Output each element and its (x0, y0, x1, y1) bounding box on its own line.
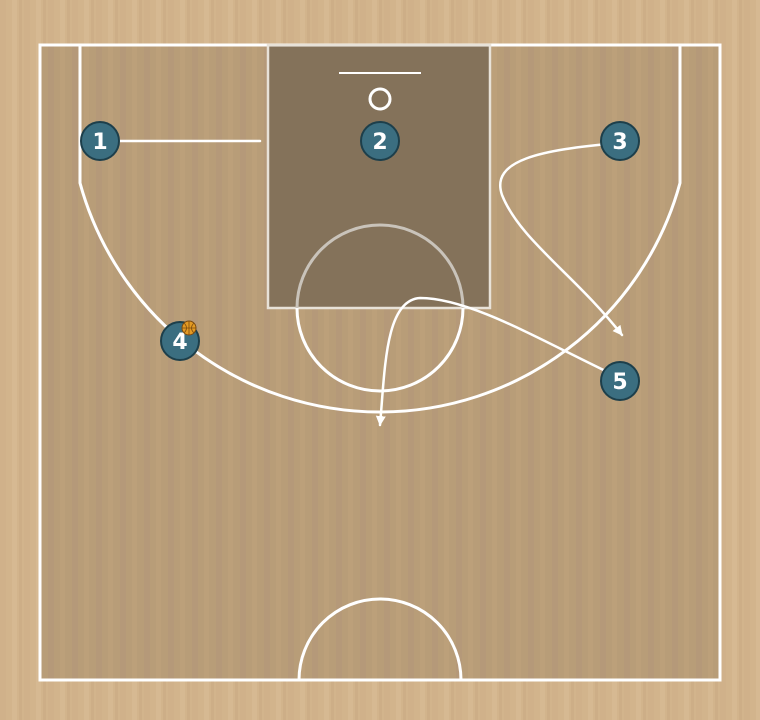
player-circle (600, 361, 640, 401)
player-marker-2: 2 (360, 121, 400, 161)
paint-lines (266, 43, 492, 310)
player-circle (600, 121, 640, 161)
free-throw-circle-bottom (295, 307, 465, 393)
free-throw-circle-top (295, 223, 465, 309)
player-label: 3 (612, 130, 627, 155)
player-label: 4 (172, 330, 187, 355)
center-circle (297, 597, 463, 681)
player-marker-5: 5 (600, 361, 640, 401)
basketball-icon (181, 320, 197, 336)
hoop (368, 87, 392, 111)
cut-path-5 (375, 296, 622, 427)
player-marker-4: 4 (160, 320, 200, 361)
player-circle (360, 121, 400, 161)
players-layer: 1 2 3 4 5 (80, 121, 640, 401)
cut-path-3 (499, 141, 624, 337)
player-marker-3: 3 (600, 121, 640, 161)
paint-area (268, 45, 490, 308)
player-label: 5 (612, 370, 627, 395)
player-marker-1: 1 (80, 121, 120, 161)
player-label: 1 (92, 130, 107, 155)
player-label: 2 (372, 130, 387, 155)
player-circle (80, 121, 120, 161)
